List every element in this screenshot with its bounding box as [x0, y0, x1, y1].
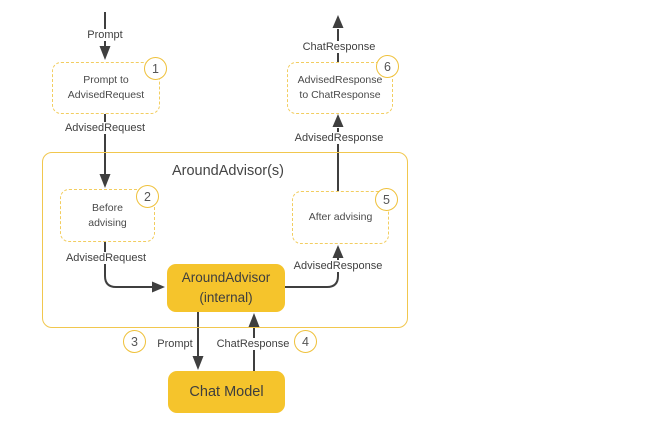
badge-4: 4 — [294, 330, 317, 353]
badge-5: 5 — [375, 188, 398, 211]
around-advisors-title: AroundAdvisor(s) — [171, 163, 285, 179]
step6-label-line1: AdvisedResponse — [297, 74, 383, 87]
step5-label: After advising — [308, 211, 373, 224]
arrowhead-down-step2 — [99, 174, 111, 188]
step1-label-line1: Prompt to — [83, 74, 129, 87]
step1-label-line2: AdvisedRequest — [67, 89, 145, 101]
step1-prompt-to-advisedrequest-box: Prompt to AdvisedRequest — [52, 62, 160, 114]
step2-label-line1: Before — [92, 201, 123, 214]
arrow-step2-to-internal — [104, 240, 152, 288]
edge-label-prompt-top: Prompt — [84, 29, 126, 41]
edge-label-prompt-bottom: Prompt — [154, 338, 196, 350]
badge-2: 2 — [136, 185, 159, 208]
edge-label-advisedrequest-upper: AdvisedRequest — [61, 122, 149, 134]
step6-advisedresponse-to-chatresponse-box: AdvisedResponse to ChatResponse — [287, 62, 393, 114]
edge-label-chatresponse-top: ChatResponse — [299, 41, 379, 53]
around-advisor-internal-line1: AroundAdvisor — [181, 270, 271, 286]
badge-3: 3 — [123, 330, 146, 353]
edge-label-chatresponse-bottom: ChatResponse — [213, 338, 293, 350]
edge-label-advisedresponse-upper: AdvisedResponse — [291, 132, 387, 144]
edge-label-advisedresponse-inner: AdvisedResponse — [290, 260, 386, 272]
arrowhead-down-chatmodel — [192, 356, 204, 370]
chat-model-label: Chat Model — [189, 384, 264, 400]
chat-model-box: Chat Model — [168, 371, 285, 413]
arrow-internal-to-step5 — [285, 258, 339, 288]
step5-after-advising-box: After advising — [292, 191, 389, 244]
arrowhead-up-chatresponse — [332, 15, 344, 28]
step6-label-line2: to ChatResponse — [299, 89, 381, 101]
around-advisor-internal-line2: (internal) — [199, 290, 253, 305]
around-advisor-internal-box: AroundAdvisor (internal) — [167, 264, 285, 312]
arrowhead-down-step1 — [99, 46, 111, 60]
arrowhead-right-internal — [152, 281, 165, 293]
arrowhead-up-internal — [248, 313, 260, 327]
arrowhead-up-step6 — [332, 114, 344, 127]
edge-label-advisedrequest-inner: AdvisedRequest — [62, 252, 150, 264]
badge-6: 6 — [376, 55, 399, 78]
badge-1: 1 — [144, 57, 167, 80]
step2-label-line2: advising — [88, 216, 127, 229]
arrowhead-up-step5 — [332, 245, 344, 258]
around-advisors-container — [42, 152, 408, 328]
